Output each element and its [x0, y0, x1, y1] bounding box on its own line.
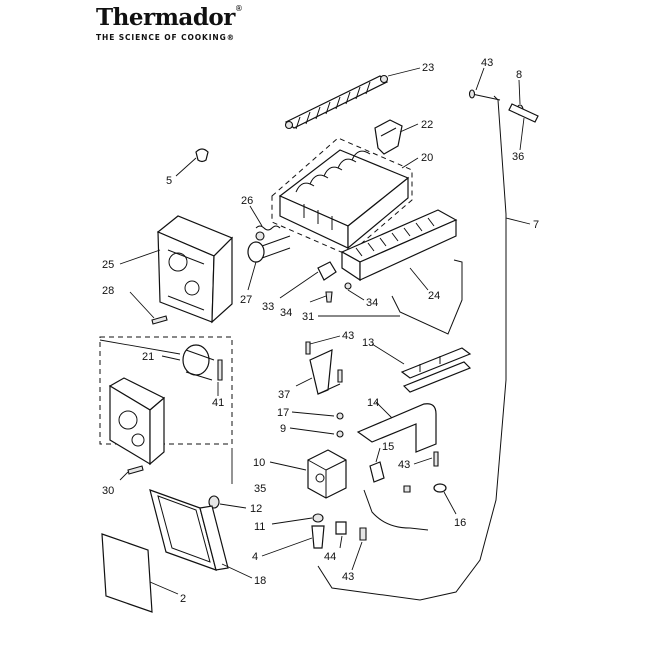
- part-43-screw-right2: [403, 485, 411, 493]
- callout-labels: 23 43 8 22 36 5 20 7 26 25 24 28 27 33 3…: [102, 57, 539, 605]
- callout-37: 37: [278, 389, 290, 401]
- part-4-fitting: [311, 525, 325, 549]
- part-34-screw: [325, 291, 333, 303]
- callout-34-right: 34: [366, 297, 378, 309]
- callout-9: 9: [280, 423, 286, 435]
- part-22-stripper: [374, 119, 403, 155]
- callout-43-top: 43: [481, 57, 493, 69]
- callout-25: 25: [102, 259, 114, 271]
- part-25-module-housing: [156, 215, 234, 324]
- callout-41: 41: [212, 397, 224, 409]
- part-27-gear: [247, 235, 291, 263]
- callout-44: 44: [324, 551, 336, 563]
- part-7-fill-tube: [317, 95, 507, 601]
- callout-17: 17: [277, 407, 289, 419]
- leader-lines: [119, 67, 531, 595]
- part-9-nut: [336, 430, 344, 438]
- callout-26: 26: [241, 195, 253, 207]
- part-43-screw-right: [433, 451, 439, 467]
- callout-35: 35: [254, 483, 266, 495]
- brand-registered-mark: ®: [234, 4, 243, 13]
- callout-16: 16: [454, 517, 466, 529]
- callout-11: 11: [254, 521, 265, 533]
- part-44-nut: [335, 521, 347, 535]
- part-31-shutoff-arm: [391, 259, 463, 335]
- part-43-ferrule-bottom: [359, 527, 367, 541]
- callout-27: 27: [240, 294, 252, 306]
- part-10-water-valve: [307, 449, 347, 499]
- callout-14: 14: [367, 397, 379, 409]
- part-24-ice-storage: [340, 209, 458, 282]
- callout-33: 33: [262, 301, 274, 313]
- part-33-bracket: [317, 261, 352, 290]
- callout-24: 24: [428, 290, 440, 302]
- part-43-ferrule-top: [468, 89, 476, 99]
- callout-22: 22: [421, 119, 433, 131]
- part-16-grommet: [433, 483, 447, 493]
- callout-2: 2: [180, 593, 186, 605]
- part-28-screw: [151, 315, 168, 325]
- part-11-nut: [312, 513, 324, 523]
- callout-20: 20: [421, 152, 433, 164]
- part-37-support-bracket: [309, 349, 341, 395]
- callout-43-right: 43: [398, 459, 410, 471]
- part-15-clip: [369, 461, 385, 483]
- part-23-ejector-rail: [284, 74, 389, 130]
- callout-34-left: 34: [280, 307, 292, 319]
- part-43-screw-mid: [305, 341, 343, 383]
- part-41-screw: [217, 359, 223, 381]
- part-21-motor: [99, 339, 215, 381]
- callout-5: 5: [166, 175, 172, 187]
- mold-assembly-outline: [271, 137, 413, 256]
- part-20-ice-mold: [278, 149, 410, 250]
- callout-21: 21: [142, 351, 154, 363]
- callout-31: 31: [302, 311, 314, 323]
- callout-18: 18: [254, 575, 266, 587]
- callout-23: 23: [422, 62, 434, 74]
- part-30-screw: [127, 465, 144, 475]
- part-14-shield: [356, 403, 437, 453]
- part-12-plug: [208, 495, 220, 509]
- callout-43-mid: 43: [342, 330, 354, 342]
- thermador-logo: Thermador® THE SCIENCE OF COOKING®: [96, 4, 243, 42]
- callout-36: 36: [512, 151, 524, 163]
- callout-4: 4: [252, 551, 258, 563]
- callout-43-bottom: 43: [342, 571, 354, 583]
- callout-7: 7: [533, 219, 539, 231]
- wire-harness: [363, 489, 429, 531]
- callout-15: 15: [382, 441, 394, 453]
- callout-12: 12: [250, 503, 262, 515]
- callout-13: 13: [362, 337, 374, 349]
- callout-30: 30: [102, 485, 114, 497]
- part-36-nut: [508, 103, 539, 123]
- control-module-housing: [108, 377, 166, 466]
- part-2-label: [101, 533, 153, 613]
- part-18-front-cover: [149, 489, 229, 571]
- part-17-washer: [336, 412, 344, 420]
- brand-tagline: THE SCIENCE OF COOKING®: [96, 33, 236, 42]
- part-5-clip: [195, 148, 209, 163]
- brand-name: Thermador: [96, 4, 235, 31]
- part-13-heater: [400, 347, 472, 393]
- callout-10: 10: [253, 457, 265, 469]
- callout-28: 28: [102, 285, 114, 297]
- control-module-outline: [99, 336, 233, 445]
- part-26-spring: [255, 225, 281, 241]
- callout-8: 8: [516, 69, 522, 81]
